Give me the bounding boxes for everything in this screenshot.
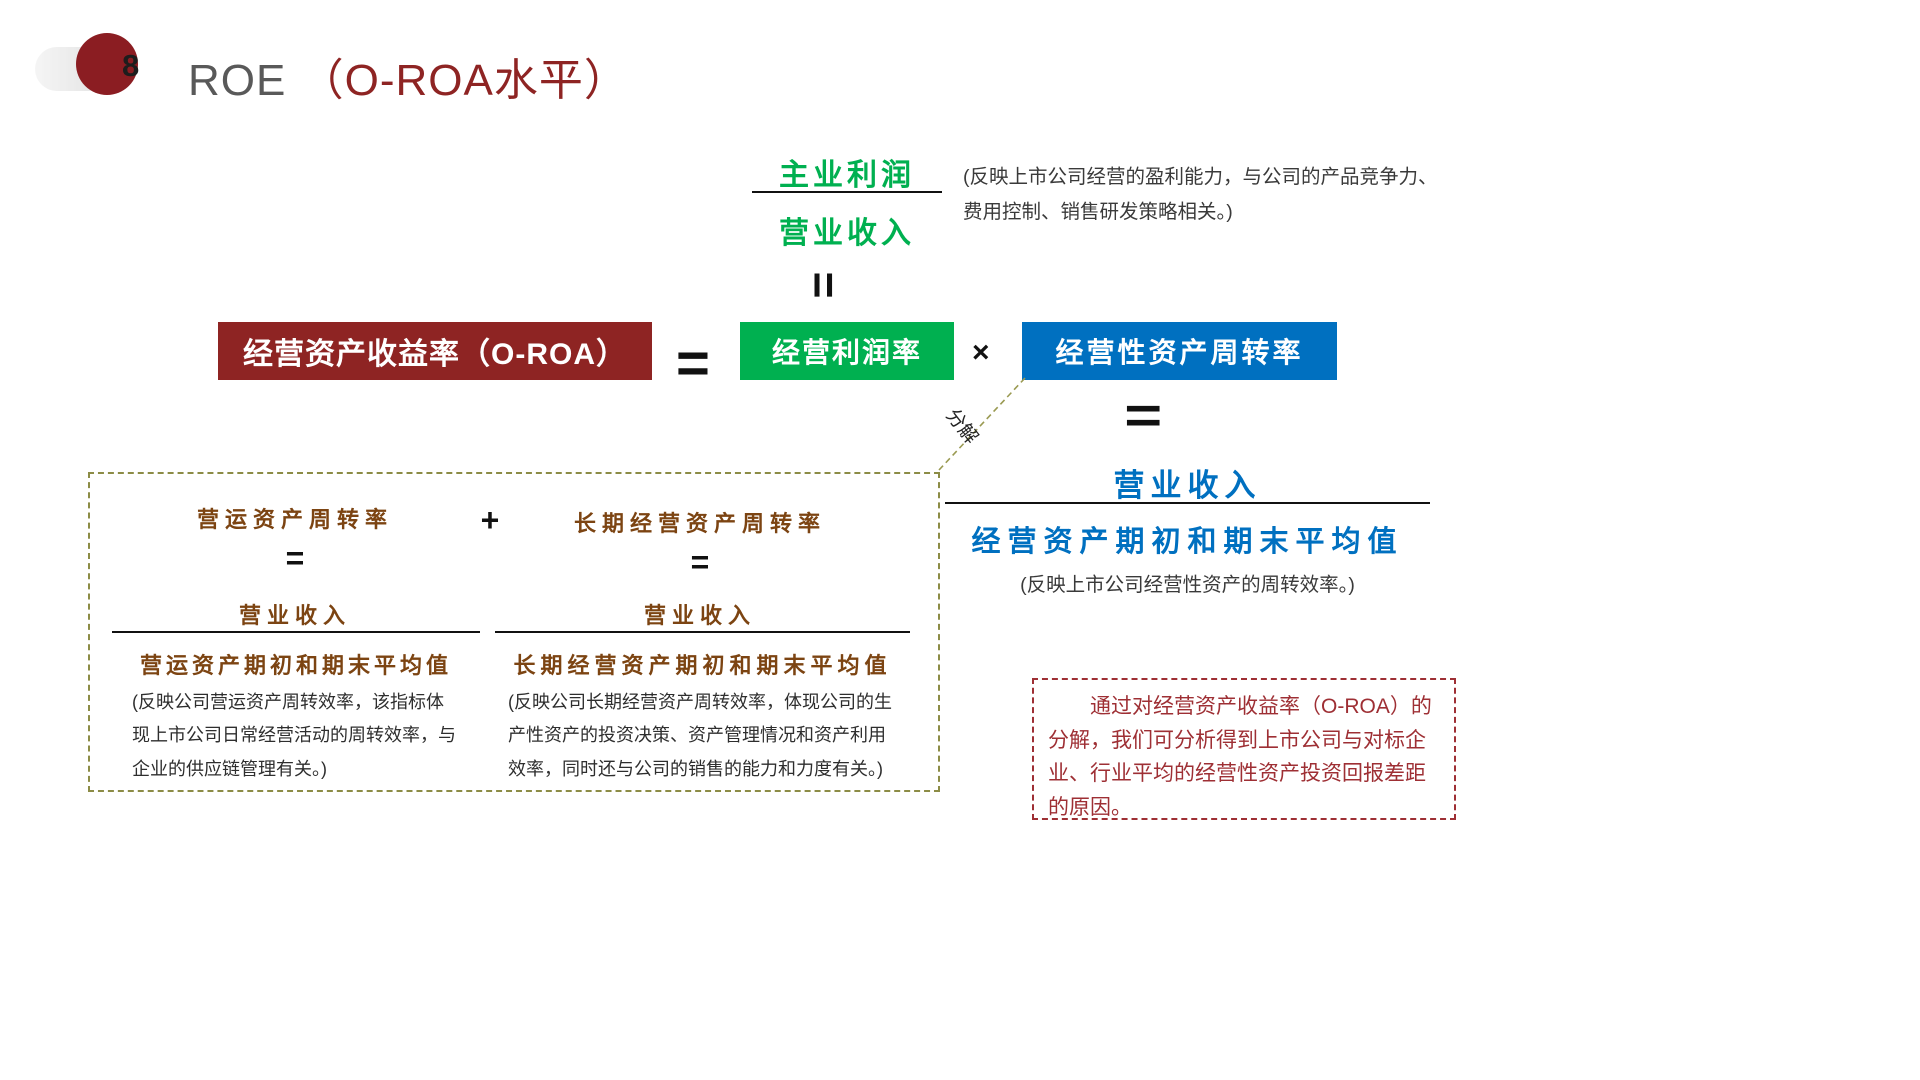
page-number: 8 bbox=[122, 48, 140, 83]
breakdown-panel bbox=[88, 472, 940, 792]
turnover-note: (反映上市公司经营性资产的周转效率。) bbox=[1020, 574, 1355, 596]
operating-turnover-equals: = bbox=[285, 540, 305, 576]
operating-turnover-title: 营运资产周转率 bbox=[196, 507, 393, 532]
asset-turnover-box: 经营性资产周转率 bbox=[1022, 322, 1337, 380]
page-number-circle bbox=[76, 33, 138, 95]
longterm-turnover-fraction-line bbox=[495, 631, 910, 633]
margin-fraction-numerator: 主业利润 bbox=[779, 159, 915, 192]
plus-sign: + bbox=[480, 502, 500, 538]
turnover-equals: = bbox=[1124, 387, 1163, 445]
title-suffix: （O-ROA水平） bbox=[299, 56, 629, 105]
margin-fraction-denominator: 营业收入 bbox=[779, 217, 915, 250]
title-roe: ROE bbox=[188, 56, 287, 105]
longterm-turnover-numerator: 营业收入 bbox=[643, 603, 756, 628]
longterm-turnover-note: (反映公司长期经营资产周转效率，体现公司的生产性资产的投资决策、资产管理情况和资… bbox=[508, 692, 892, 779]
operating-turnover-denominator: 营运资产期初和期末平均值 bbox=[139, 653, 452, 678]
margin-fraction-equals: = bbox=[798, 271, 850, 299]
margin-fraction-line bbox=[752, 191, 942, 193]
longterm-turnover-equals: = bbox=[690, 544, 710, 580]
turnover-fraction-line bbox=[945, 502, 1430, 504]
turnover-fraction-numerator: 营业收入 bbox=[1113, 468, 1262, 503]
longterm-turnover-title: 长期经营资产周转率 bbox=[573, 511, 826, 536]
conclusion-box: 通过对经营资产收益率（O-ROA）的分解，我们可分析得到上市公司与对标企业、行业… bbox=[1032, 678, 1456, 820]
operating-turnover-numerator: 营业收入 bbox=[238, 603, 351, 628]
decompose-connector-line bbox=[938, 377, 1026, 471]
multiply-sign: × bbox=[972, 336, 990, 369]
profitability-note: (反映上市公司经营的盈利能力，与公司的产品竞争力、费用控制、销售研发策略相关。) bbox=[963, 166, 1438, 224]
main-equals: = bbox=[676, 331, 710, 396]
turnover-fraction-denominator: 经营资产期初和期末平均值 bbox=[971, 526, 1404, 558]
oroa-box: 经营资产收益率（O-ROA） bbox=[218, 322, 652, 380]
operating-turnover-note: (反映公司营运资产周转效率，该指标体现上市公司日常经营活动的周转效率，与企业的供… bbox=[132, 692, 456, 779]
longterm-turnover-denominator: 长期经营资产期初和期末平均值 bbox=[513, 653, 892, 678]
operating-margin-box: 经营利润率 bbox=[740, 322, 954, 380]
operating-turnover-fraction-line bbox=[112, 631, 480, 633]
page-title: ROE （O-ROA水平） bbox=[188, 44, 629, 108]
